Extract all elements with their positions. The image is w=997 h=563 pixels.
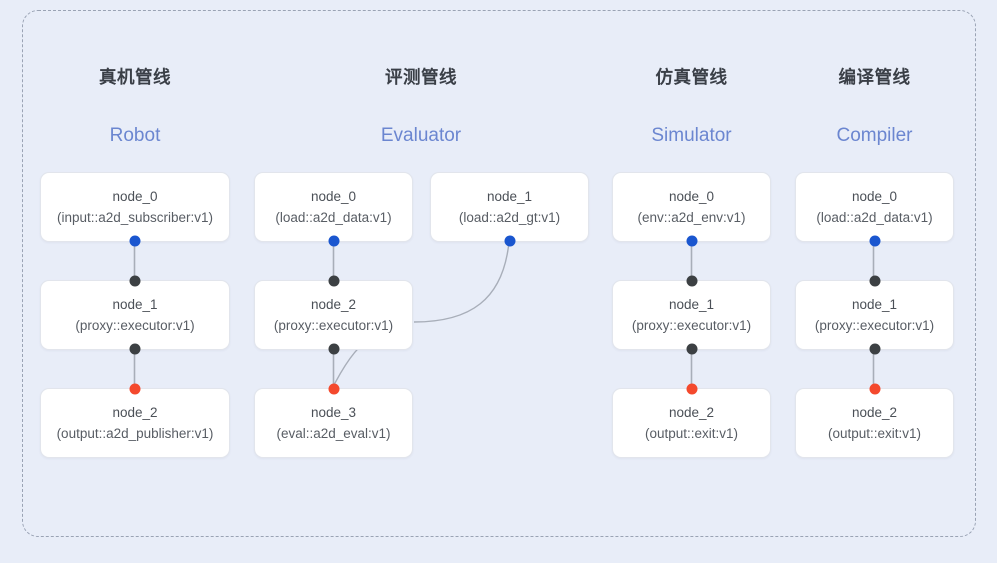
port-input-red-icon[interactable] (686, 383, 697, 395)
node-id: node_2 (851, 404, 898, 420)
column-title-cn-robot: 真机管线 (99, 67, 171, 87)
node-kind: (proxy::executor:v1) (814, 317, 935, 333)
column-title-cn-evaluator: 评测管线 (385, 67, 457, 87)
node-kind: (proxy::executor:v1) (631, 317, 752, 333)
port-output-blue-icon[interactable] (504, 235, 515, 247)
column-title-en-evaluator: Evaluator (380, 125, 462, 146)
port-input-red-icon[interactable] (328, 383, 339, 395)
port-input-red-icon[interactable] (869, 383, 880, 395)
column-title-cn-compiler: 编译管线 (838, 67, 911, 87)
node-id: node_0 (851, 188, 898, 204)
node-kind: (output::exit:v1) (827, 425, 922, 441)
node-robot-node_1[interactable]: node_1 (proxy::executor:v1) (40, 275, 230, 355)
node-id: node_1 (112, 296, 158, 312)
node-compiler-node_0[interactable]: node_0 (load::a2d_data:v1) (795, 172, 954, 247)
node-id: node_1 (486, 188, 533, 204)
port-output-dark-icon[interactable] (869, 343, 880, 355)
port-input-red-icon[interactable] (129, 383, 141, 395)
port-output-dark-icon[interactable] (328, 343, 339, 355)
column-title-en-compiler: Compiler (836, 125, 913, 146)
node-robot-node_0[interactable]: node_0 (input::a2d_subscriber:v1) (40, 172, 230, 247)
node-id: node_0 (310, 188, 357, 204)
node-kind: (load::a2d_data:v1) (275, 209, 392, 225)
port-output-dark-icon[interactable] (686, 343, 697, 355)
node-id: node_2 (310, 296, 357, 312)
port-input-dark-icon[interactable] (328, 275, 339, 287)
node-id: node_2 (112, 404, 158, 420)
port-output-blue-icon[interactable] (129, 235, 141, 247)
node-id: node_0 (112, 188, 158, 204)
node-compiler-node_1[interactable]: node_1 (proxy::executor:v1) (795, 275, 954, 355)
port-input-dark-icon[interactable] (869, 275, 880, 287)
node-id: node_1 (668, 296, 715, 312)
node-kind: (input::a2d_subscriber:v1) (56, 209, 214, 225)
node-simulator-node_2[interactable]: node_2 (output::exit:v1) (612, 383, 771, 458)
node-simulator-node_1[interactable]: node_1 (proxy::executor:v1) (612, 275, 771, 355)
node-kind: (eval::a2d_eval:v1) (276, 425, 391, 441)
column-title-en-simulator: Simulator (651, 125, 732, 146)
node-kind: (env::a2d_env:v1) (637, 209, 746, 225)
node-robot-node_2[interactable]: node_2 (output::a2d_publisher:v1) (40, 383, 230, 458)
node-kind: (output::exit:v1) (644, 425, 739, 441)
port-output-dark-icon[interactable] (129, 343, 141, 355)
node-compiler-node_2[interactable]: node_2 (output::exit:v1) (795, 383, 954, 458)
node-evaluator-node_1[interactable]: node_1 (load::a2d_gt:v1) (430, 172, 589, 247)
node-evaluator-node_3[interactable]: node_3 (eval::a2d_eval:v1) (254, 383, 413, 458)
node-kind: (load::a2d_data:v1) (816, 209, 933, 225)
node-kind: (proxy::executor:v1) (75, 317, 195, 333)
node-id: node_1 (851, 296, 898, 312)
node-id: node_3 (310, 404, 357, 420)
node-evaluator-node_2[interactable]: node_2 (proxy::executor:v1) (254, 275, 413, 355)
node-kind: (output::a2d_publisher:v1) (56, 425, 214, 441)
node-kind: (proxy::executor:v1) (273, 317, 394, 333)
node-evaluator-node_0[interactable]: node_0 (load::a2d_data:v1) (254, 172, 413, 247)
column-title-en-robot: Robot (109, 125, 161, 146)
port-input-dark-icon[interactable] (129, 275, 141, 287)
port-input-dark-icon[interactable] (686, 275, 697, 287)
diagram-dashed-frame (22, 10, 976, 537)
port-output-blue-icon[interactable] (869, 235, 880, 247)
port-output-blue-icon[interactable] (328, 235, 339, 247)
column-title-cn-simulator: 仿真管线 (655, 67, 728, 87)
node-id: node_2 (668, 404, 715, 420)
node-kind: (load::a2d_gt:v1) (458, 209, 561, 225)
node-simulator-node_0[interactable]: node_0 (env::a2d_env:v1) (612, 172, 771, 247)
port-output-blue-icon[interactable] (686, 235, 697, 247)
node-id: node_0 (668, 188, 715, 204)
